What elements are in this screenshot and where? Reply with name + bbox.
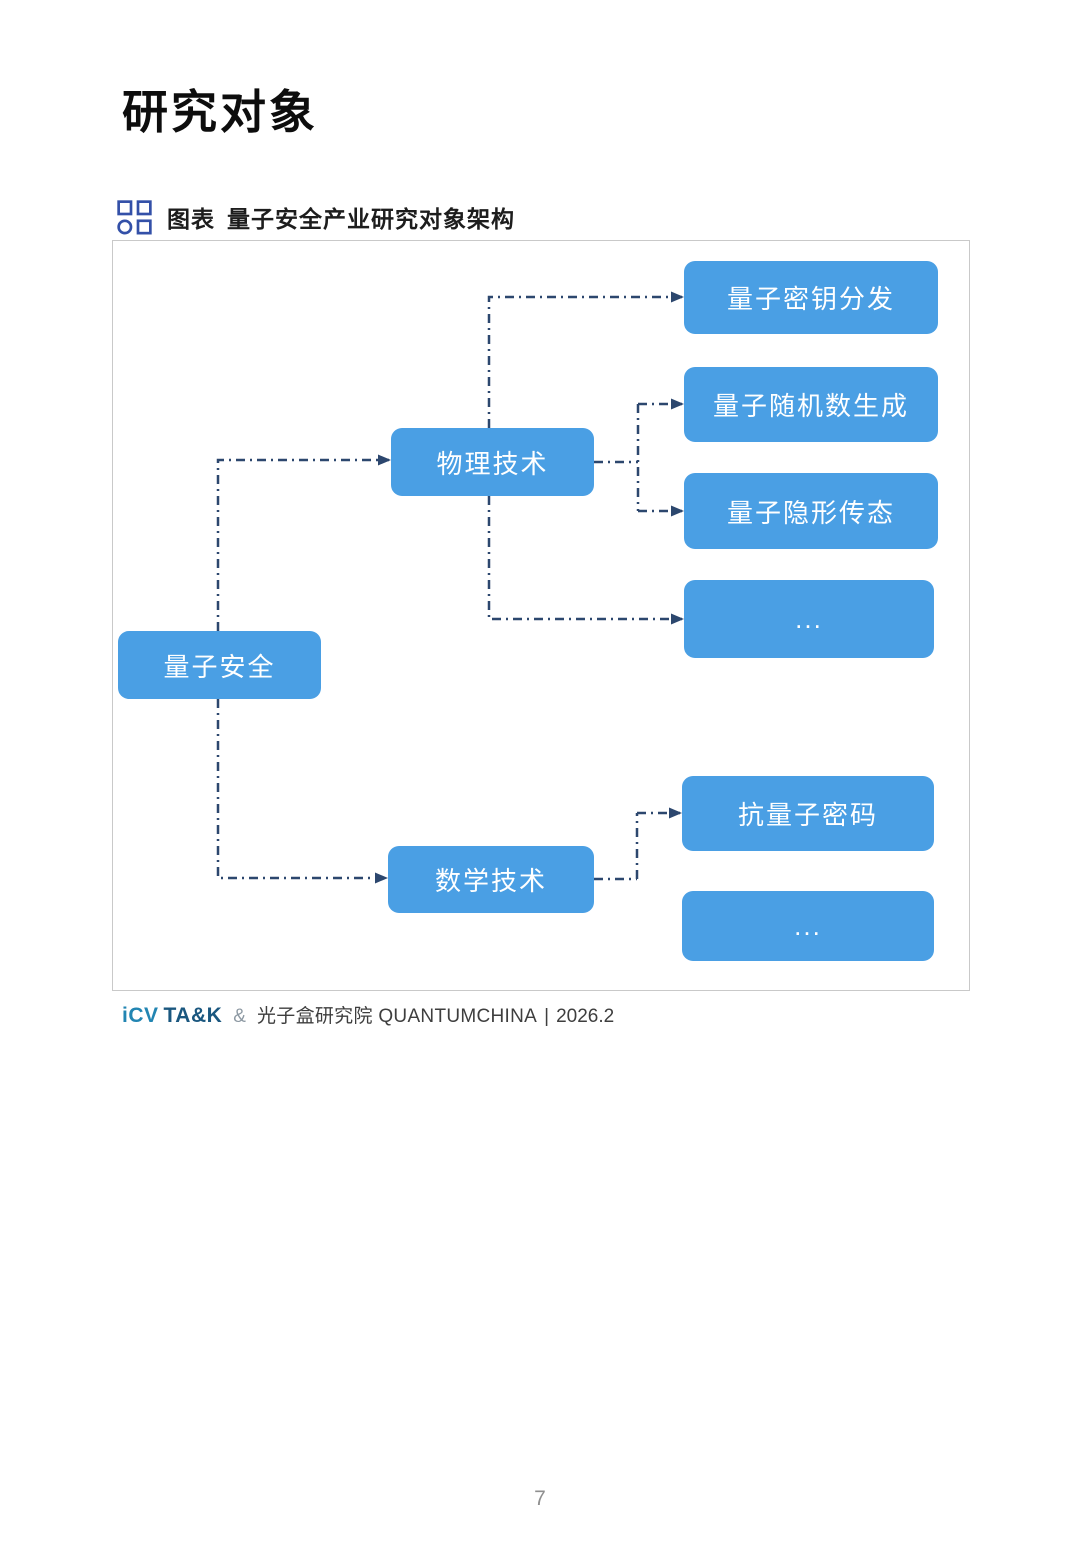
node-quantum-teleportation: 量子隐形传态 — [684, 473, 938, 549]
page-title: 研究对象 — [122, 86, 318, 138]
node-quantum-random-number: 量子随机数生成 — [684, 367, 938, 442]
node-math-technology: 数学技术 — [388, 846, 594, 913]
connector-physical-to-more — [487, 496, 684, 625]
connector-physical-to-qkd — [487, 291, 684, 428]
diagram-frame: 量子安全 物理技术 数学技术 量子密钥分发 量子随机数生成 量子隐形传态 ...… — [112, 240, 970, 991]
page-number: 7 — [534, 1487, 546, 1510]
connector-root-to-physical — [216, 454, 391, 631]
node-physical-technology: 物理技术 — [391, 428, 594, 496]
chart-caption-title: 量子安全产业研究对象架构 — [227, 206, 515, 232]
node-quantum-key-distribution: 量子密钥分发 — [684, 261, 938, 334]
chart-caption-text: 图表量子安全产业研究对象架构 — [167, 200, 515, 234]
logo-icv: iCV — [122, 1004, 159, 1027]
footer-ampersand: & — [233, 1006, 246, 1027]
diagram-connectors — [216, 291, 684, 884]
chart-caption: 图表量子安全产业研究对象架构 — [117, 199, 515, 235]
node-quantum-security: 量子安全 — [118, 631, 321, 699]
node-physical-more: ... — [684, 580, 934, 658]
footer-date: 2026.2 — [556, 1006, 615, 1027]
node-math-more: ... — [682, 891, 934, 961]
footer-separator: | — [544, 1006, 550, 1027]
footer-source-name: 光子盒研究院 QUANTUMCHINA — [256, 1006, 538, 1027]
connector-root-to-math — [216, 699, 388, 884]
node-post-quantum-cryptography: 抗量子密码 — [682, 776, 934, 851]
chart-caption-prefix: 图表 — [167, 206, 215, 232]
chart-grid-icon — [117, 199, 152, 234]
logo-tak: TA&K — [163, 1004, 223, 1027]
